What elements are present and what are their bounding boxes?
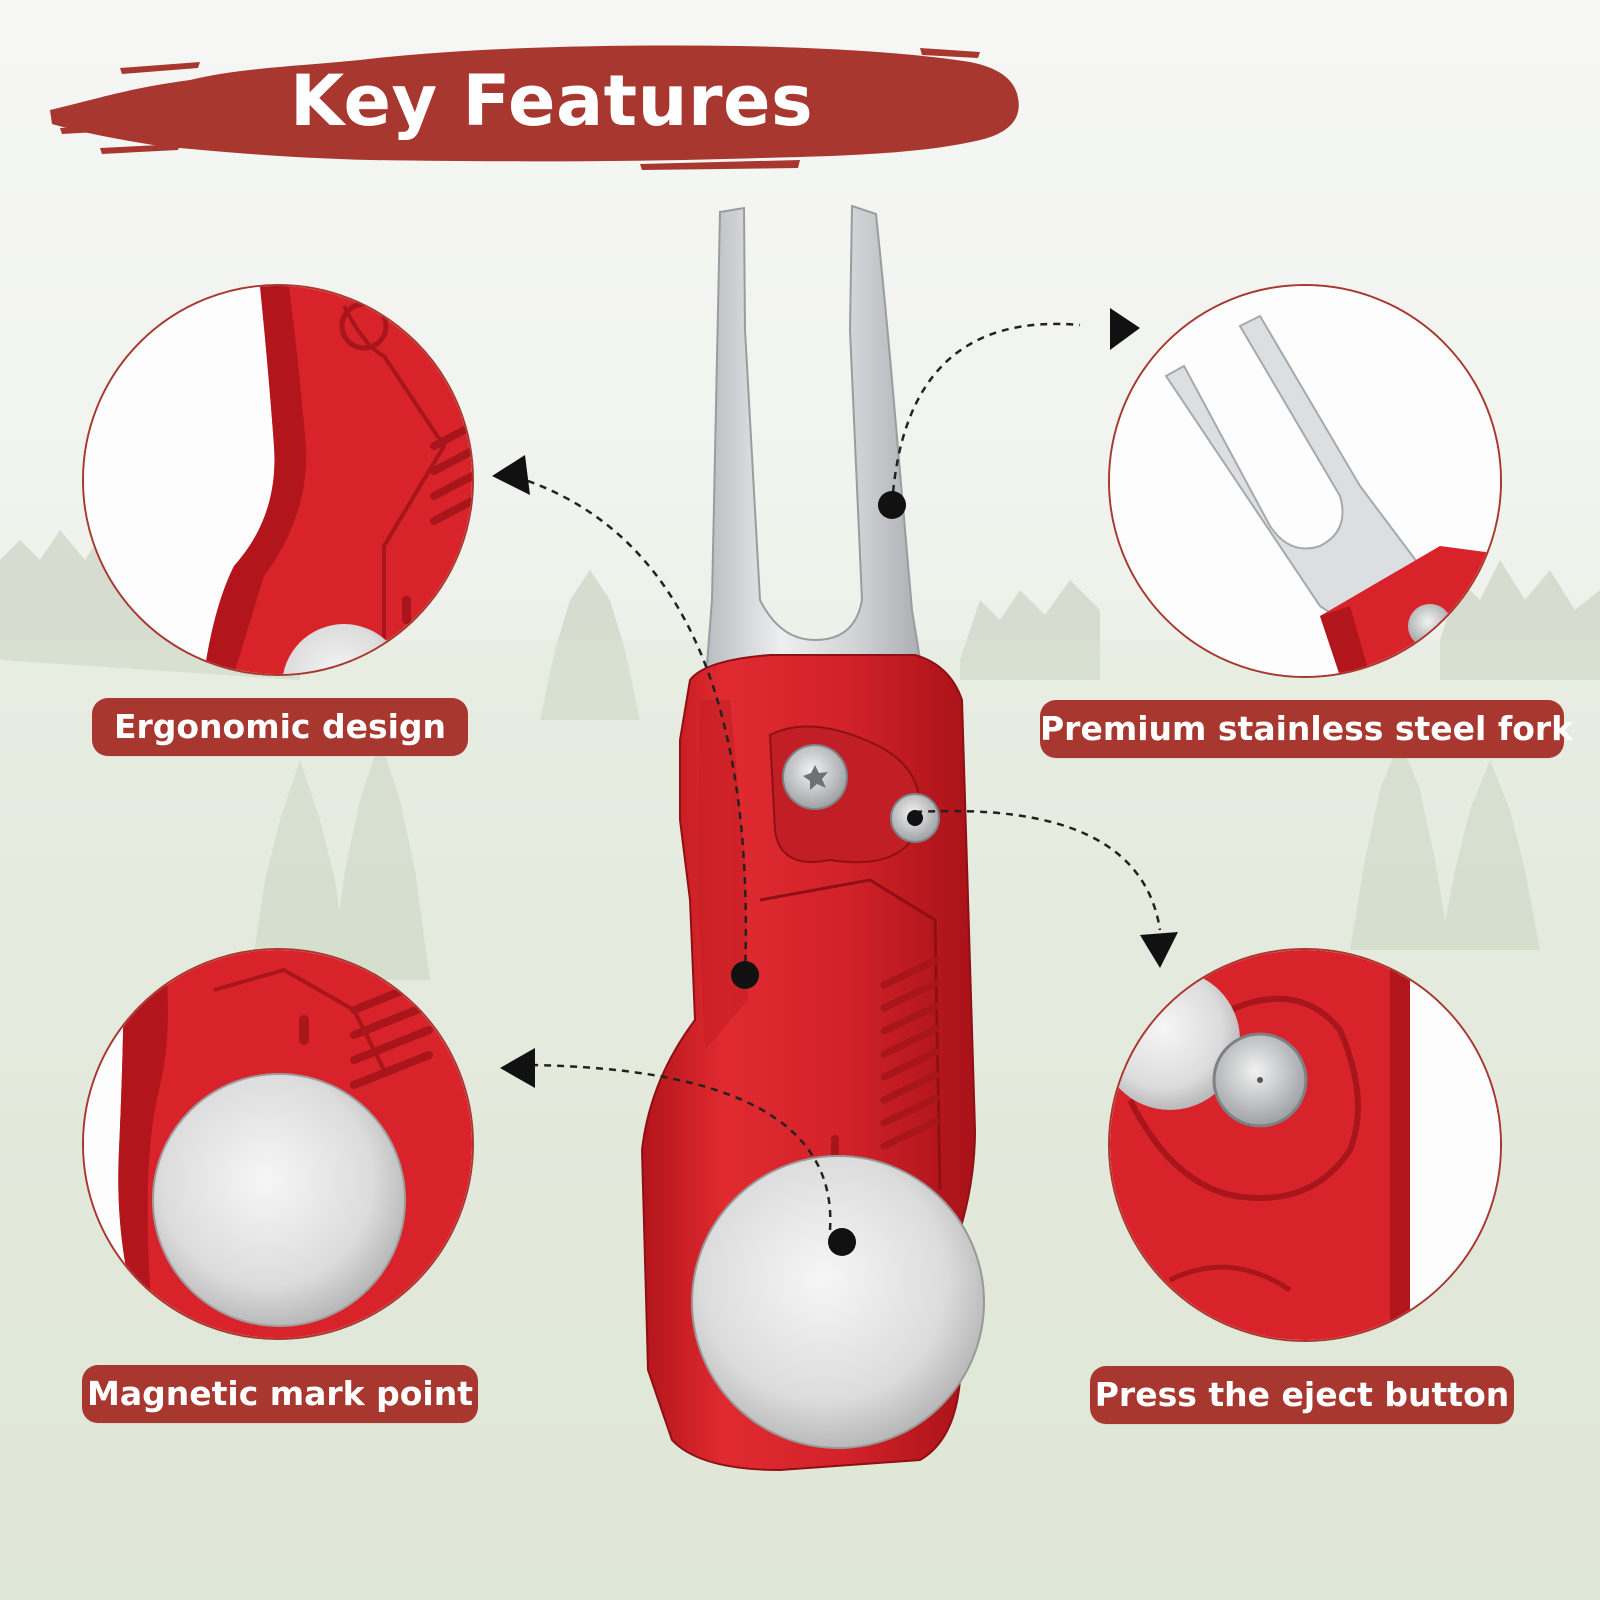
page-title: Key Features [290, 60, 814, 142]
zoom-circle-eject-button [1108, 948, 1502, 1342]
title-banner-brushstroke [50, 45, 1019, 170]
zoom-circle-fork [1108, 284, 1502, 678]
label-steel-fork: Premium stainless steel fork [1040, 700, 1573, 758]
label-ergonomic-design: Ergonomic design [92, 698, 468, 756]
label-eject-button: Press the eject button [1090, 1366, 1514, 1424]
zoom-circle-magnet [82, 948, 474, 1340]
zoom-circle-ergonomic [82, 284, 474, 676]
label-magnetic-mark: Magnetic mark point [82, 1365, 478, 1423]
